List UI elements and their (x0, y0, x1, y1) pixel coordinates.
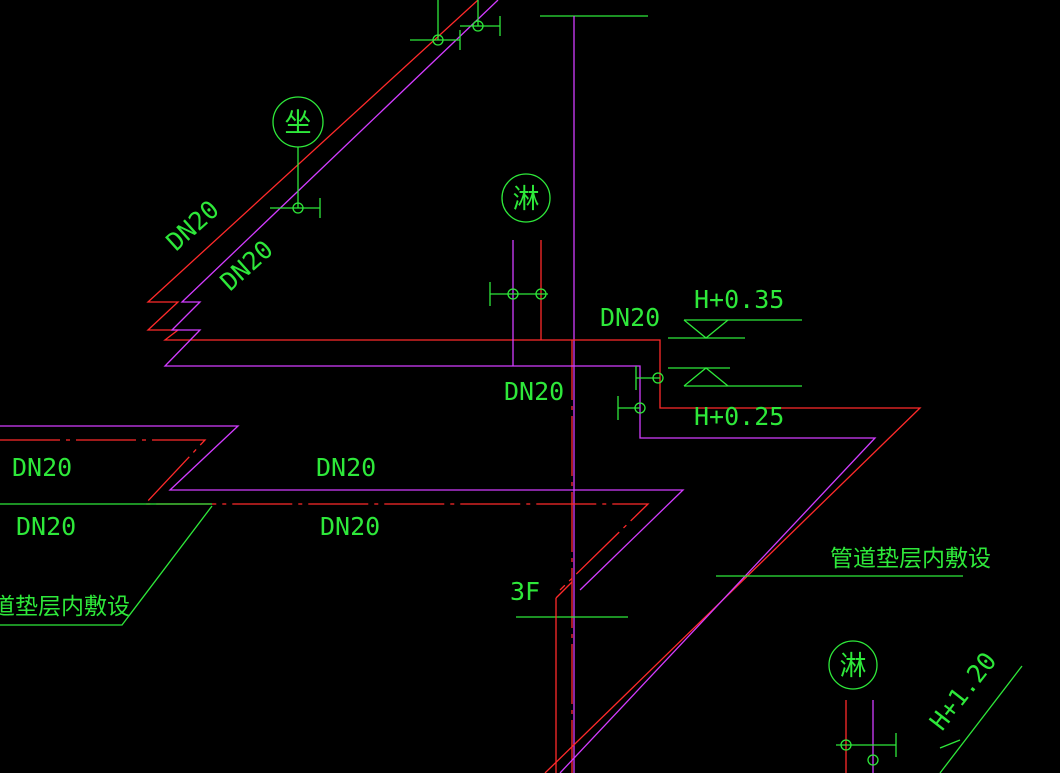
floor-label: 3F (510, 577, 540, 606)
dn-label-left-lower-2: DN20 (320, 512, 380, 541)
shower-1-label: 淋 (513, 184, 540, 215)
elevation-marker-2: H+0.25 (668, 367, 802, 431)
top-valve-cluster (410, 0, 501, 50)
elevation-marker-1: H+0.35 (668, 285, 802, 339)
dn-label-mid-bottom: DN20 (504, 377, 564, 406)
elevation-label-1: H+0.35 (694, 285, 784, 314)
dn-label-left-lower-1: DN20 (16, 512, 76, 541)
dn-label-top-diag-2: DN20 (215, 235, 279, 297)
elevation-label-2: H+0.25 (694, 402, 784, 431)
note-right-label: 管道垫层内敷设 (830, 546, 991, 572)
left-note: 道垫层内敷设 (0, 594, 130, 620)
note-left-label: 道垫层内敷设 (0, 594, 130, 620)
dn-label-left-upper-2: DN20 (316, 453, 376, 482)
shower-2-label: 淋 (840, 651, 867, 682)
right-valve-cluster (617, 366, 664, 420)
upper-diagonal-pipes (146, 0, 922, 773)
sit-fixture: 坐 (270, 96, 324, 218)
elevation-label-3: H+1.20 (924, 647, 1002, 736)
vertical-riser (540, 15, 648, 773)
sit-fixture-label: 坐 (285, 108, 312, 139)
shower-fixture-1: 淋 (489, 173, 551, 366)
dn-label-left-upper-1: DN20 (12, 453, 72, 482)
elevation-marker-3: H+1.20 (924, 647, 1023, 773)
floor-marker: 3F (510, 577, 628, 773)
dn-label-top-diag-1: DN20 (161, 195, 225, 257)
right-note: 管道垫层内敷设 (716, 546, 991, 577)
shower-fixture-2: 淋 (828, 640, 897, 773)
lower-horizontal-pipes (0, 425, 685, 626)
dn-label-mid-top: DN20 (600, 303, 660, 332)
